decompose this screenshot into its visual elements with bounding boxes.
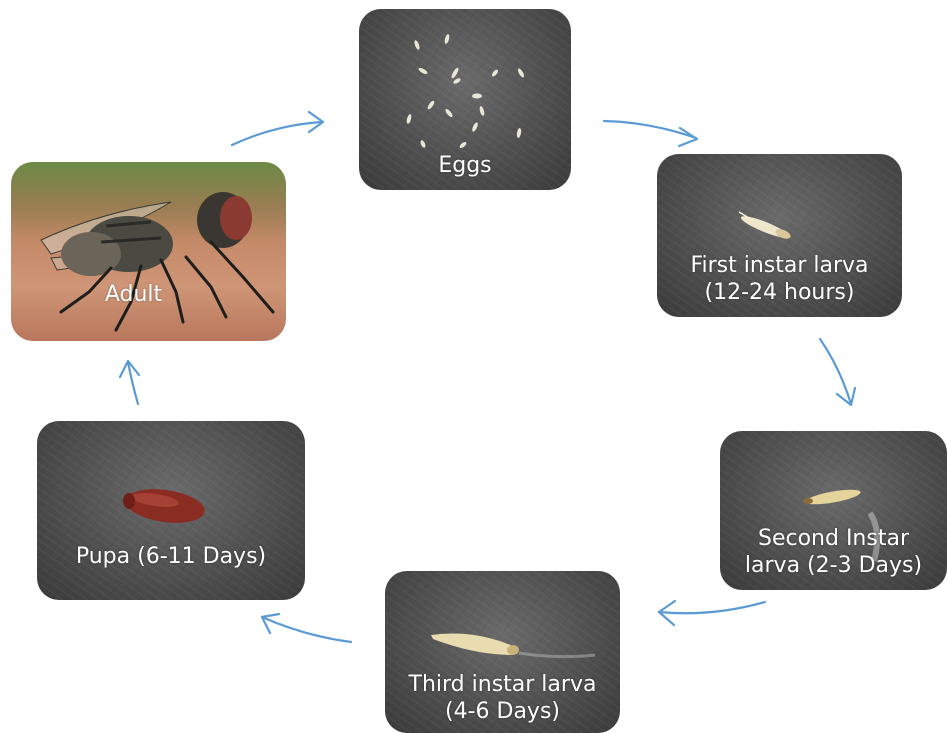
arrow-third-to-pupa: [262, 614, 351, 642]
stage-label-first-instar: First instar larva (12-24 hours): [657, 252, 902, 306]
arrow-adult-to-eggs: [232, 112, 323, 145]
stage-card-third-instar: Third instar larva (4-6 Days): [385, 571, 620, 733]
arrow-eggs-to-first: [604, 121, 697, 146]
stage-label-third-instar: Third instar larva (4-6 Days): [385, 671, 620, 725]
stage-card-eggs: Eggs: [359, 9, 571, 190]
arrow-pupa-to-adult: [120, 361, 139, 404]
stage-card-pupa: Pupa (6-11 Days): [37, 421, 305, 600]
stage-card-first-instar: First instar larva (12-24 hours): [657, 154, 902, 317]
stage-label-adult: Adult: [11, 281, 286, 308]
stage-label-eggs: Eggs: [359, 152, 571, 179]
pupa-icon: [37, 421, 305, 600]
stage-label-pupa: Pupa (6-11 Days): [37, 543, 305, 570]
arrow-second-to-third: [659, 601, 765, 625]
stage-label-second-instar: Second Instar larva (2-3 Days): [720, 525, 947, 579]
stage-card-adult: Adult: [11, 162, 286, 341]
stage-card-second-instar: Second Instar larva (2-3 Days): [720, 431, 947, 590]
fly-icon: [11, 162, 286, 341]
arrow-first-to-second: [820, 339, 855, 405]
